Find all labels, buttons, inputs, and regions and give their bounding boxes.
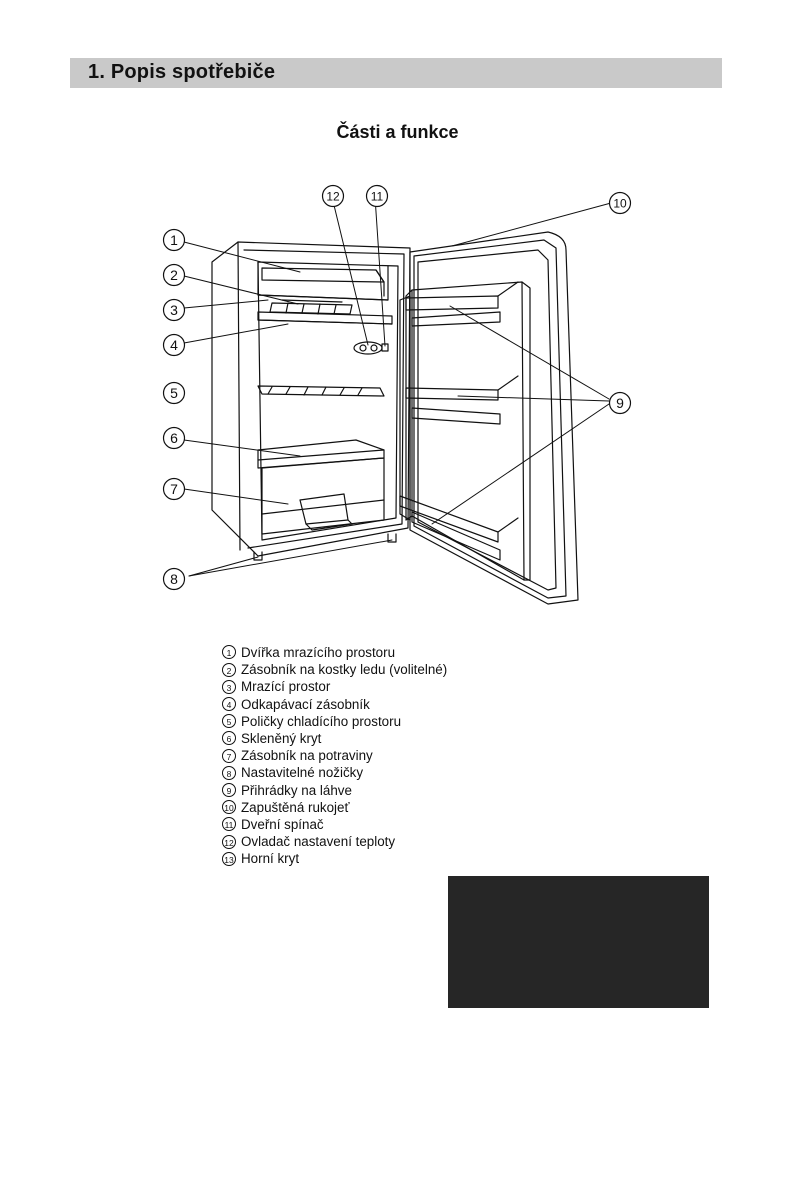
callout-2 <box>162 263 186 287</box>
legend-text: Skleněný kryt <box>241 730 322 746</box>
fridge-diagram: 1 2 3 4 5 6 7 8 9 10 11 12 <box>162 184 632 605</box>
legend-item: 5 Poličky chladícího prostoru <box>222 713 447 730</box>
callout-3-label: 3 <box>170 302 178 318</box>
callout-3 <box>162 298 186 322</box>
legend-text: Přihrádky na láhve <box>241 782 352 798</box>
callout-9-label: 9 <box>616 395 624 411</box>
callout-12 <box>321 184 345 208</box>
callout-10 <box>608 191 632 215</box>
callout-12-label: 12 <box>326 190 340 204</box>
callout-10-label: 10 <box>613 197 627 211</box>
legend-item: 4 Odkapávací zásobník <box>222 696 447 713</box>
callout-11 <box>365 184 389 208</box>
callout-6-label: 6 <box>170 430 178 446</box>
legend-item: 6 Skleněný kryt <box>222 730 447 747</box>
section-header-bar: 1. Popis spotřebiče <box>70 58 722 88</box>
callout-5 <box>162 381 186 405</box>
legend-number: 3 <box>222 679 236 694</box>
legend-text: Poličky chladícího prostoru <box>241 713 402 729</box>
callout-5-label: 5 <box>170 385 178 401</box>
callout-9 <box>608 391 632 415</box>
legend-number: 7 <box>222 748 236 763</box>
legend-text: Horní kryt <box>241 851 300 867</box>
legend-text: Nastavitelné nožičky <box>241 765 364 781</box>
redacted-box <box>448 876 709 1008</box>
legend-number: 2 <box>222 662 236 677</box>
legend-item: 9 Přihrádky na láhve <box>222 782 447 799</box>
callout-circles <box>162 184 632 591</box>
callout-4 <box>162 333 186 357</box>
callout-leaders <box>183 196 612 577</box>
legend-number: 12 <box>222 834 236 849</box>
legend-number: 1 <box>222 645 236 660</box>
legend-item: 1 Dvířka mrazícího prostoru <box>222 644 447 661</box>
legend-number: 9 <box>222 782 236 797</box>
legend-item: 3 Mrazící prostor <box>222 678 447 695</box>
legend-text: Zásobník na potraviny <box>241 748 373 764</box>
legend-number: 13 <box>222 851 236 866</box>
diagram-subtitle: Části a funkce <box>336 122 459 142</box>
callout-6 <box>162 426 186 450</box>
fridge-door <box>399 231 579 605</box>
callout-1-label: 1 <box>170 232 178 248</box>
callout-7 <box>162 477 186 501</box>
legend-text: Dvířka mrazícího prostoru <box>241 645 396 660</box>
callout-8 <box>162 567 186 591</box>
legend-text: Dveřní spínač <box>241 816 324 832</box>
section-title: 1. Popis spotřebiče <box>88 61 276 83</box>
legend-number: 5 <box>222 714 236 729</box>
legend-number: 8 <box>222 765 236 780</box>
legend-item: 2 Zásobník na kostky ledu (volitelné) <box>222 661 447 678</box>
legend-item: 12 Ovladač nastavení teploty <box>222 833 447 850</box>
legend-text: Odkapávací zásobník <box>241 696 370 712</box>
legend-text: Ovladač nastavení teploty <box>241 834 396 850</box>
legend-item: 13 Horní kryt <box>222 850 447 867</box>
legend-item: 8 Nastavitelné nožičky <box>222 764 447 781</box>
legend-number: 4 <box>222 697 236 712</box>
callout-4-label: 4 <box>170 337 178 353</box>
fridge-cabinet <box>211 241 411 561</box>
legend-number: 6 <box>222 731 236 746</box>
callout-11-label: 11 <box>371 190 384 204</box>
callout-8-label: 8 <box>170 571 178 587</box>
callout-2-label: 2 <box>170 267 178 283</box>
legend-item: 10 Zapuštěná rukojeť <box>222 799 447 816</box>
legend-item: 11 Dveřní spínač <box>222 816 447 833</box>
legend-item: 7 Zásobník na potraviny <box>222 747 447 764</box>
legend-text: Mrazící prostor <box>241 679 331 695</box>
legend-text: Zásobník na kostky ledu (volitelné) <box>241 662 448 678</box>
callout-1 <box>162 228 186 252</box>
legend-number: 11 <box>222 817 236 832</box>
legend-text: Zapuštěná rukojeť <box>241 799 350 815</box>
callout-7-label: 7 <box>170 481 178 497</box>
legend-number: 10 <box>222 800 236 815</box>
